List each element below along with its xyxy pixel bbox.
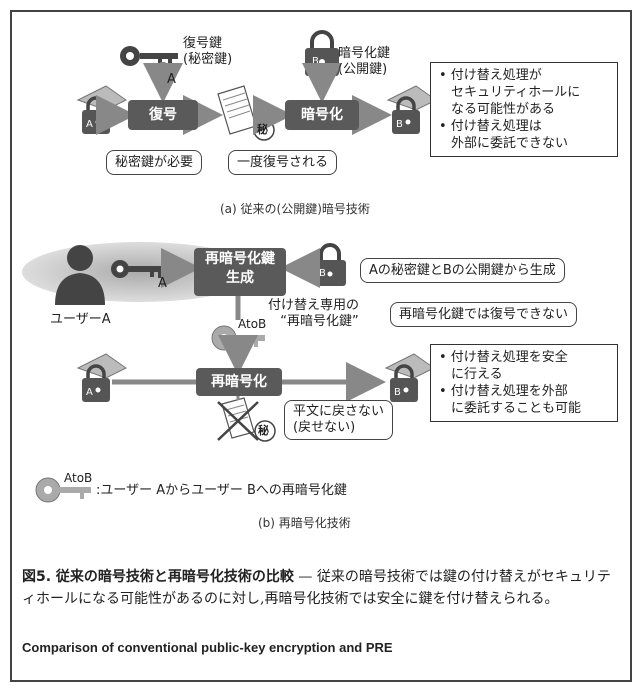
figure-caption-body: — 従来の暗号技術では鍵の付け替えがセキュリティホールになる可能性があるのに対し… — [22, 569, 611, 607]
legend-atob-label: AtoB — [64, 471, 93, 485]
svg-text:A: A — [86, 387, 93, 398]
svg-text:B: B — [394, 387, 401, 398]
dedicated-key-label: 付け替え専用の “再暗号化鍵” — [268, 298, 360, 329]
key-letter-a-b: A — [158, 276, 167, 291]
figure-title: 図5. 従来の暗号技術と再暗号化技術の比較 — [22, 569, 294, 585]
callout-no-plaintext: 平文に戻さない (戻せない) — [284, 400, 394, 440]
user-secret-key-icon — [111, 260, 168, 278]
reencrypt-box: 再暗号化 — [196, 368, 282, 396]
encrypted-envelope-b2-icon: B — [384, 353, 435, 402]
callout-generated-from: Aの秘密鍵とBの公開鍵から生成 — [360, 258, 565, 283]
secret-key-label: 復号鍵 (秘密鍵) — [183, 36, 233, 67]
callout-decrypted-once: 一度復号される — [228, 150, 338, 175]
encrypted-envelope-a2-icon: A — [76, 353, 127, 402]
public-lock-icon: B — [305, 30, 339, 76]
caption-part-b: (b) 再暗号化技術 — [258, 516, 351, 530]
legend-key-icon — [35, 477, 91, 503]
note-box-pre: • 付け替え処理を安全 に行える • 付け替え処理を外部 に委託することも可能 — [430, 344, 618, 422]
svg-text:B: B — [312, 56, 319, 67]
public-lock-b-icon: B — [314, 243, 346, 286]
caption-part-a: (a) 従来の(公開鍵)暗号技術 — [220, 202, 370, 216]
legend-text: :ユーザー Aからユーザー Bへの再暗号化鍵 — [96, 483, 347, 498]
secret-mark: 秘 — [257, 123, 268, 136]
note-box-conventional: • 付け替え処理が セキュリティホールに なる可能性がある • 付け替え処理は … — [430, 62, 618, 157]
secret-mark-b: 秘 — [258, 424, 269, 437]
svg-text:B: B — [396, 119, 403, 130]
encrypt-box: 暗号化 — [285, 100, 359, 130]
svg-text:B: B — [319, 268, 326, 279]
encrypted-envelope-b-icon: B — [386, 85, 437, 134]
callout-secret-key-required: 秘密鍵が必要 — [106, 150, 203, 175]
figure-caption-english: Comparison of conventional public-key en… — [22, 640, 393, 655]
secret-key-icon — [120, 46, 178, 66]
decrypt-box: 復号 — [128, 100, 198, 130]
encrypted-envelope-a-icon: A — [76, 85, 127, 134]
figure-caption: 図5. 従来の暗号技術と再暗号化技術の比較 — 従来の暗号技術では鍵の付け替えが… — [22, 566, 618, 610]
reencryption-key-gen-box: 再暗号化鍵 生成 — [194, 248, 286, 296]
user-a-icon — [55, 245, 105, 305]
key-letter-a: A — [167, 72, 176, 87]
public-key-label: 暗号化鍵 (公開鍵) — [338, 46, 391, 77]
callout-cannot-decrypt: 再暗号化鍵では復号できない — [390, 302, 578, 327]
atob-key-label: AtoB — [238, 317, 267, 331]
user-a-label: ユーザーA — [50, 312, 111, 327]
svg-text:A: A — [86, 119, 93, 130]
